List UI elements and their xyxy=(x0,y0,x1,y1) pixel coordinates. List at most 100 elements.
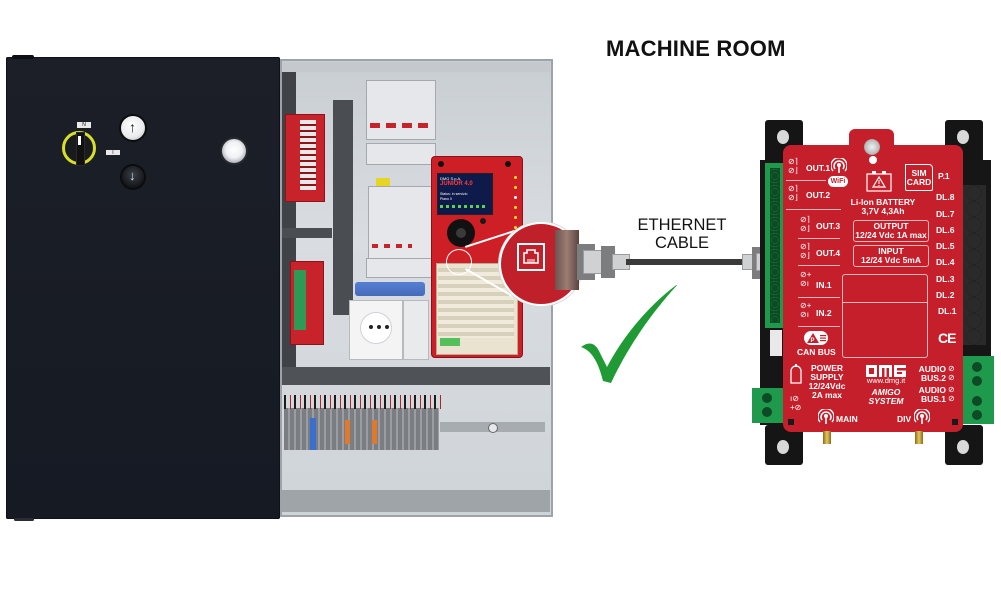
blue-wires xyxy=(355,282,425,296)
indicator-lamp xyxy=(222,139,246,163)
controller-screen-line-2: Piano 0 xyxy=(440,197,452,201)
rail-screw xyxy=(488,423,498,433)
switch-handle[interactable] xyxy=(76,132,85,166)
controller-brand-line: DMG S.p.A. xyxy=(440,176,462,181)
divider xyxy=(786,209,841,210)
orange-terminal-1 xyxy=(345,420,350,444)
input-spec-title: INPUT xyxy=(878,246,904,256)
controller-led-1 xyxy=(514,176,517,179)
bottom-duct xyxy=(282,490,550,512)
antenna-main-label: MAIN xyxy=(836,414,858,424)
antenna-div-connector[interactable] xyxy=(915,431,923,444)
audio-bus-2-line-2: BUS.2 xyxy=(920,373,946,383)
switch-indicator xyxy=(78,136,81,145)
output-3-label: OUT.3 xyxy=(816,221,841,231)
can-bus-label: CAN BUS xyxy=(797,347,836,357)
label-area-divider xyxy=(842,302,928,303)
rcd-toggles xyxy=(372,244,412,248)
led-dl2-label: DL.2 xyxy=(936,290,955,300)
audio-bus-1-line-2: BUS.1 xyxy=(920,394,946,404)
sim-card-slot[interactable] xyxy=(905,164,933,191)
output-2-label: OUT.2 xyxy=(806,190,831,200)
blue-terminal xyxy=(310,418,316,450)
up-button[interactable] xyxy=(121,116,145,140)
corner-mark-left xyxy=(788,419,794,425)
controller-led-6 xyxy=(514,226,517,229)
switch-tag-top: N xyxy=(77,122,91,128)
relay-contact-icon: ⊘⌉⊘⌋ xyxy=(788,157,798,175)
breaker-terminals xyxy=(366,143,436,165)
ethernet-cable xyxy=(626,259,746,265)
can-bus-icon: P xyxy=(804,331,828,350)
audio-bus-1-terminal-icon: ⊘⊘ xyxy=(948,385,955,403)
audio-bus-2-terminal-icon: ⊘⊘ xyxy=(948,364,955,382)
socket-pin-left xyxy=(369,325,373,329)
mount-hole xyxy=(869,156,877,164)
product-name-line-2: SYSTEM xyxy=(868,396,904,406)
wiring xyxy=(284,395,444,409)
side-rail xyxy=(282,228,332,238)
relay-contact-icon: ⊘⌉⊘⌋ xyxy=(788,184,798,202)
ce-mark: CE xyxy=(938,330,956,346)
audio-screw-2 xyxy=(972,376,982,386)
controller-aux-button[interactable] xyxy=(480,218,486,224)
controller-display xyxy=(437,173,493,215)
din-clip-hole xyxy=(957,130,969,144)
wifi-badge: WiFi xyxy=(828,176,848,187)
corner-mark-right xyxy=(952,419,958,425)
divider xyxy=(798,265,840,266)
divider xyxy=(798,326,840,327)
controller-led-2 xyxy=(514,186,517,189)
controller-ok-button[interactable] xyxy=(456,228,466,238)
check-icon xyxy=(579,283,679,390)
led-dl4-label: DL.4 xyxy=(936,257,955,267)
input-spec-box xyxy=(853,245,929,267)
left-terminal-screws xyxy=(770,168,780,323)
input-1-label: IN.1 xyxy=(816,280,832,290)
antenna-main-icon xyxy=(817,408,835,430)
white-connector xyxy=(770,330,782,356)
power-supply-line-4: 2A max xyxy=(812,390,842,400)
battery-label: Li-Ion BATTERY xyxy=(850,197,916,207)
socket-side-module xyxy=(403,300,429,360)
switch-tag-side: I xyxy=(106,150,120,156)
audio-screw-4 xyxy=(972,410,982,420)
antenna-div-icon xyxy=(913,408,931,430)
controller-status-leds xyxy=(440,205,486,208)
din-clip-hole xyxy=(957,440,969,454)
arrow-down-icon: ↓ xyxy=(129,168,136,183)
port-p1-label: P.1 xyxy=(938,171,950,181)
antenna-icon xyxy=(830,157,848,179)
rcd-terminals xyxy=(366,258,432,278)
antenna-main-connector[interactable] xyxy=(823,431,831,444)
relay-module-bottom xyxy=(290,261,324,345)
led-dl5-label: DL.5 xyxy=(936,241,955,251)
audio-bus-2-line-1: AUDIO xyxy=(918,364,946,374)
divider xyxy=(786,180,826,181)
device-front-panel xyxy=(783,145,963,432)
horizontal-duct xyxy=(282,367,550,385)
battery-warning-icon xyxy=(866,170,892,197)
ethernet-port-badge xyxy=(517,243,545,271)
dmg-website: www.dmg.it xyxy=(866,376,906,385)
relay-green-terminals xyxy=(294,270,306,330)
power-screw-1 xyxy=(762,393,772,403)
down-button[interactable] xyxy=(122,166,144,188)
ethernet-port-socket xyxy=(555,230,579,290)
breaker-toggles xyxy=(370,123,430,128)
audio-screw-3 xyxy=(972,396,982,406)
antenna-div-label: DIV xyxy=(897,414,912,424)
output-4-label: OUT.4 xyxy=(816,248,841,258)
svg-text:P: P xyxy=(811,338,815,344)
led-dl8-label: DL.8 xyxy=(936,192,955,202)
orange-terminal-2 xyxy=(372,420,377,444)
arrow-up-icon: ↑ xyxy=(129,119,136,135)
input-spec-value: 12/24 Vdc 5mA xyxy=(860,255,921,265)
controller-hole-right xyxy=(505,161,511,167)
relay-contact-icon: ⊘⌉⊘⌋ xyxy=(800,242,810,260)
output-spec-value: 12/24 Vdc 1A max xyxy=(855,230,927,240)
power-supply-line-1: POWER xyxy=(810,363,844,373)
led-dl7-label: DL.7 xyxy=(936,209,955,219)
led-dl1-label: DL.1 xyxy=(938,306,957,316)
product-name-line-1: AMIGO xyxy=(871,387,901,397)
